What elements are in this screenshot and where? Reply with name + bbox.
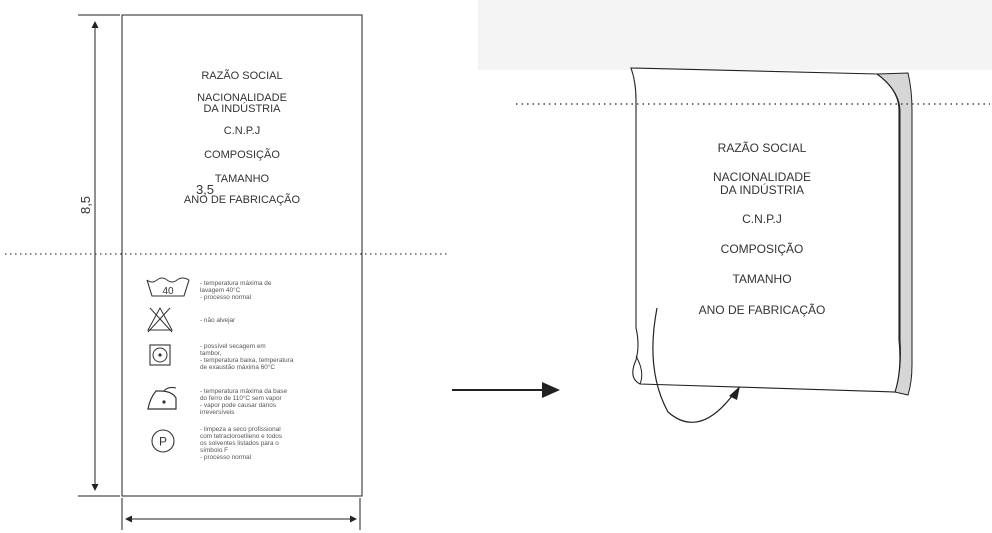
fold-curl-edge: [635, 355, 643, 385]
folded-label-figure: RAZÃO SOCIAL NACIONALIDADE DA INDÚSTRIA …: [478, 0, 992, 423]
wash-tub-icon: 40: [146, 277, 190, 297]
backdrop-band: [478, 0, 992, 70]
folded-label-front: [630, 67, 901, 393]
folded-field-composicao: COMPOSIÇÃO: [721, 242, 804, 256]
dryclean-line-1: - limpeza a seco profissional: [200, 426, 281, 433]
dry-line-4: de exaustão máxima 60°C: [200, 363, 275, 371]
dry-line-2: tambor,: [200, 350, 222, 357]
wash-line-1: - temperatura máxima de: [200, 280, 272, 287]
dryclean-line-4: símbolo F: [200, 447, 228, 454]
dryclean-line-2: com tetracloroetileno e todos: [200, 433, 282, 440]
flat-label-rect: [121, 14, 363, 497]
iron-line-4: irreversíveis: [200, 409, 234, 416]
dryclean-symbol-text: P: [159, 435, 167, 449]
fold-arrow-icon: [652, 307, 740, 423]
dryclean-line-3: os solventes listados para o: [200, 440, 279, 447]
field-razao-social: RAZÃO SOCIAL: [201, 69, 282, 82]
width-label: 3,5: [196, 182, 214, 197]
right-arrow-icon: [452, 382, 560, 398]
folded-field-nacionalidade: NACIONALIDADE: [713, 170, 811, 184]
flat-label-figure: 8,5 3,5 RAZÃO SOCIAL NACIONALIDADE DA IN…: [5, 14, 450, 530]
field-nacionalidade: NACIONALIDADE: [197, 92, 287, 104]
tumble-dry-icon: [149, 344, 171, 366]
wash-temp-text: 40: [162, 286, 174, 297]
bleach-line-1: - não alvejar: [200, 317, 236, 324]
iron-line-2: do ferro de 110°C sem vapor: [200, 394, 283, 402]
field-composicao: COMPOSIÇÃO: [204, 148, 280, 161]
no-bleach-icon: [147, 306, 173, 333]
dry-line-3: - temperatura baixa, temperatura: [200, 357, 294, 364]
folded-field-ano-fabricacao: ANO DE FABRICAÇÃO: [699, 303, 826, 317]
field-cnpj: C.N.P.J: [224, 125, 260, 137]
iron-icon: [147, 386, 177, 410]
dry-clean-icon: P: [151, 429, 175, 453]
field-ano-fabricacao: ANO DE FABRICAÇÃO: [184, 193, 301, 206]
folded-field-razao-social: RAZÃO SOCIAL: [718, 141, 807, 155]
folded-field-cnpj: C.N.P.J: [742, 212, 782, 226]
dry-line-1: - possível secagem em: [200, 343, 266, 350]
wash-line-2: lavagem 40°C: [200, 286, 241, 294]
dryclean-line-5: - processo normal: [200, 454, 251, 461]
field-tamanho: TAMANHO: [215, 173, 270, 185]
wash-line-3: - processo normal: [200, 294, 251, 301]
field-da-industria: DA INDÚSTRIA: [203, 102, 281, 115]
iron-line-1: - temperatura máxima da base: [200, 388, 287, 395]
folded-field-tamanho: TAMANHO: [732, 272, 791, 286]
height-label: 8,5: [78, 196, 93, 214]
folded-field-da-industria: DA INDÚSTRIA: [720, 182, 804, 197]
iron-line-3: - vapor pode causar danos: [200, 402, 276, 409]
